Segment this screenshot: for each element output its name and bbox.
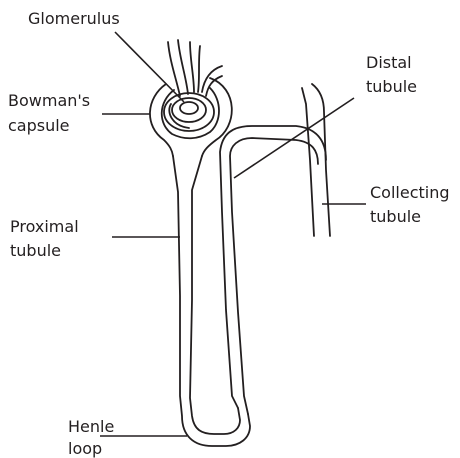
collecting-tubule-label-line1: Collecting [370, 183, 450, 202]
collecting-tubule-label-line2: tubule [370, 207, 421, 226]
bowmans-capsule-label-line1: Bowman's [8, 91, 90, 110]
afferent-vessels [168, 40, 222, 96]
glomerulus-coils [164, 93, 214, 131]
proximal-tubule-label-line2: tubule [10, 241, 61, 260]
proximal-tubule-label-line1: Proximal [10, 217, 79, 236]
collecting-tubule [302, 84, 330, 236]
bowmans-capsule [150, 78, 232, 156]
glomerulus-leader [115, 32, 184, 102]
distal-tubule-label-line2: tubule [366, 77, 417, 96]
bowmans-capsule-label-line2: capsule [8, 116, 70, 135]
henle-loop-label-line2: loop [68, 439, 102, 458]
proximal-tubule [173, 156, 250, 446]
labels: Glomerulus Bowman's capsule Distal tubul… [8, 9, 450, 458]
henle-loop-label-line1: Henle [68, 417, 114, 436]
glomerulus-label: Glomerulus [28, 9, 120, 28]
distal-tubule-label-line1: Distal [366, 53, 412, 72]
